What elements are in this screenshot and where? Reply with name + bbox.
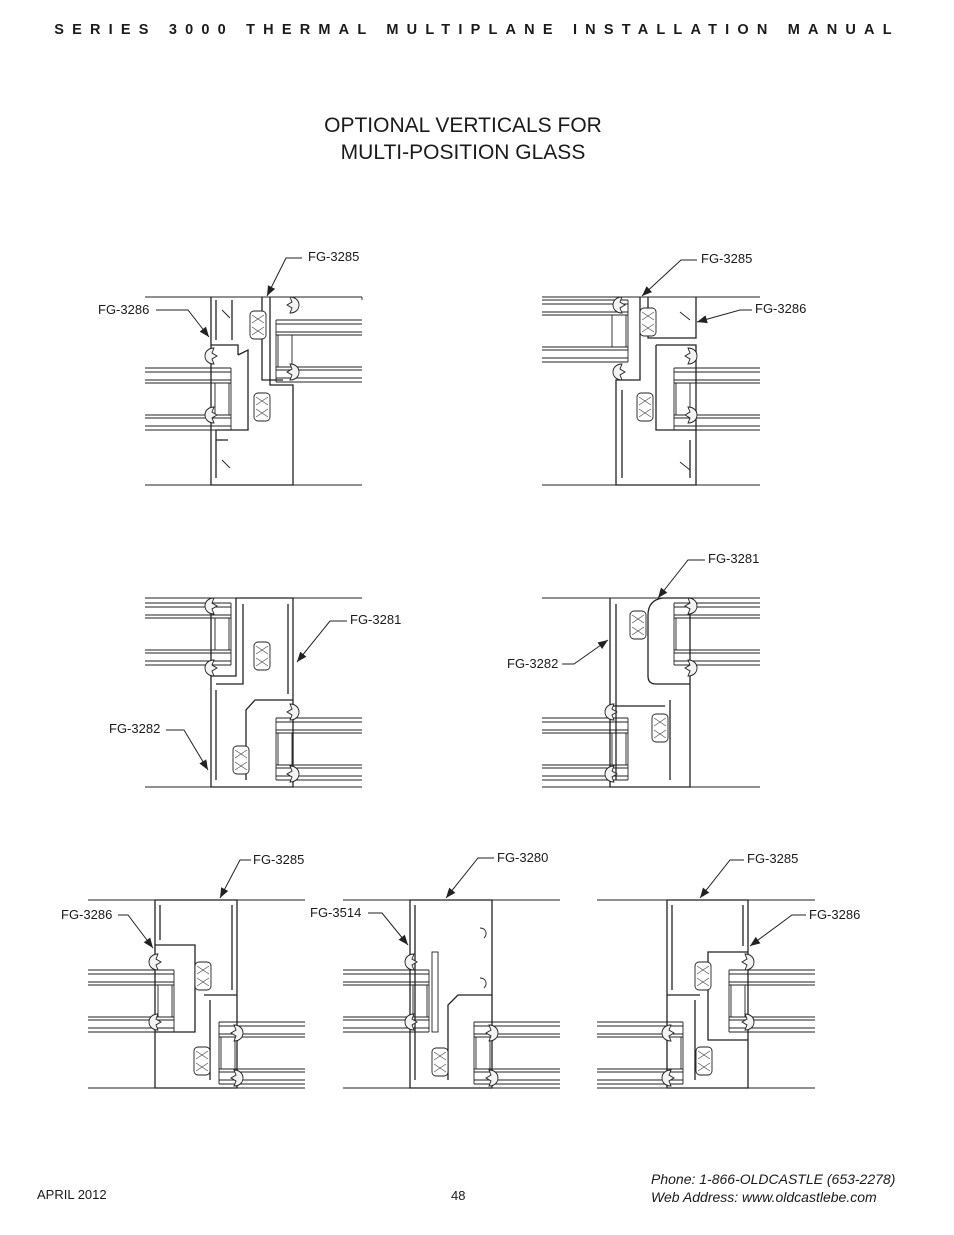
detail-4-drawing	[541, 597, 761, 788]
label-fg-3286-d2: FG-3286	[755, 301, 807, 316]
footer-contact: Phone: 1-866-OLDCASTLE (653-2278) Web Ad…	[651, 1170, 895, 1206]
title-line-2: MULTI-POSITION GLASS	[340, 141, 586, 164]
label-fg-3286-d1: FG-3286	[98, 302, 150, 317]
label-fg-3281-d4: FG-3281	[708, 551, 760, 566]
label-fg-3285-d2: FG-3285	[701, 251, 753, 266]
footer-web-address: Web Address: www.oldcastlebe.com	[651, 1189, 877, 1205]
detail-1-drawing	[144, 296, 363, 486]
page-number: 48	[451, 1188, 466, 1203]
label-fg-3285-d7: FG-3285	[747, 851, 799, 866]
detail-7-drawing	[596, 899, 816, 1089]
label-fg-3282-d3: FG-3282	[109, 721, 161, 736]
detail-2-drawing	[541, 296, 761, 486]
label-fg-3280-d6: FG-3280	[497, 850, 549, 865]
leader-lines	[118, 257, 806, 951]
title-line-1: OPTIONAL VERTICALS FOR	[324, 114, 602, 137]
footer-phone: Phone: 1-866-OLDCASTLE (653-2278)	[651, 1171, 896, 1187]
label-fg-3514-d6: FG-3514	[310, 905, 362, 920]
page-title: OPTIONAL VERTICALS FOR MULTI-POSITION GL…	[258, 112, 668, 166]
detail-6-drawing	[342, 899, 561, 1089]
detail-5-drawing	[87, 899, 306, 1089]
label-fg-3281-d3: FG-3281	[350, 612, 402, 627]
manual-header: SERIES 3000 THERMAL MULTIPLANE INSTALLAT…	[54, 22, 900, 38]
label-fg-3282-d4: FG-3282	[507, 656, 559, 671]
label-fg-3286-d5: FG-3286	[61, 907, 113, 922]
detail-3-drawing	[144, 597, 363, 788]
label-fg-3285-d5: FG-3285	[253, 852, 305, 867]
label-fg-3285-d1: FG-3285	[308, 249, 360, 264]
footer-date: APRIL 2012	[37, 1187, 107, 1202]
label-fg-3286-d7: FG-3286	[809, 907, 861, 922]
